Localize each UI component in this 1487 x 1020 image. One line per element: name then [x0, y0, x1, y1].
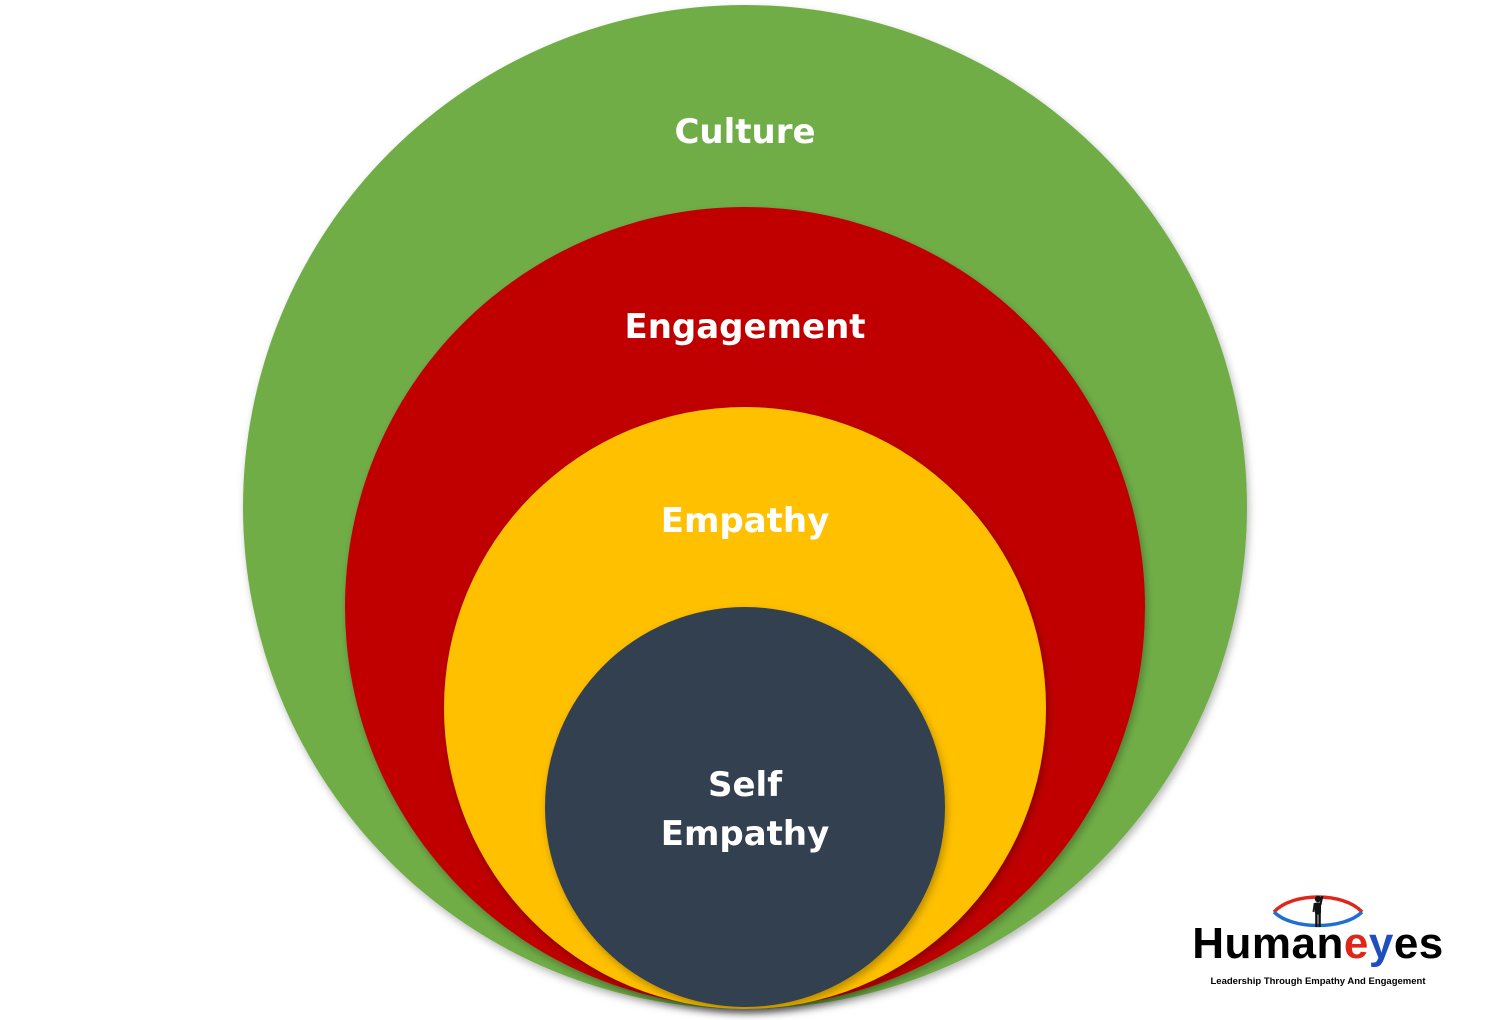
logo-word-part-2: e [1343, 919, 1369, 968]
culture-label: Culture [674, 112, 815, 152]
logo-word-part-3: y [1368, 919, 1394, 968]
logo-word-part-1: Human [1192, 919, 1344, 968]
logo-word-part-4: es [1393, 919, 1444, 968]
self-empathy-circle [545, 607, 945, 1007]
eye-ring-bottom [1272, 910, 1364, 928]
engagement-label: Engagement [624, 307, 865, 347]
person-silhouette [1312, 895, 1324, 927]
empathy-label: Empathy [661, 501, 830, 541]
self-empathy-label-line-1: Self [708, 765, 783, 805]
humaneyes-logo: Humaneyes Leadership Through Empathy And… [1178, 888, 1458, 998]
logo-tagline: Leadership Through Empathy And Engagemen… [1210, 976, 1426, 987]
logo-wordmark: Humaneyes [1178, 918, 1458, 970]
eye-person-icon [1272, 895, 1364, 928]
self-empathy-label-line-2: Empathy [661, 814, 830, 854]
